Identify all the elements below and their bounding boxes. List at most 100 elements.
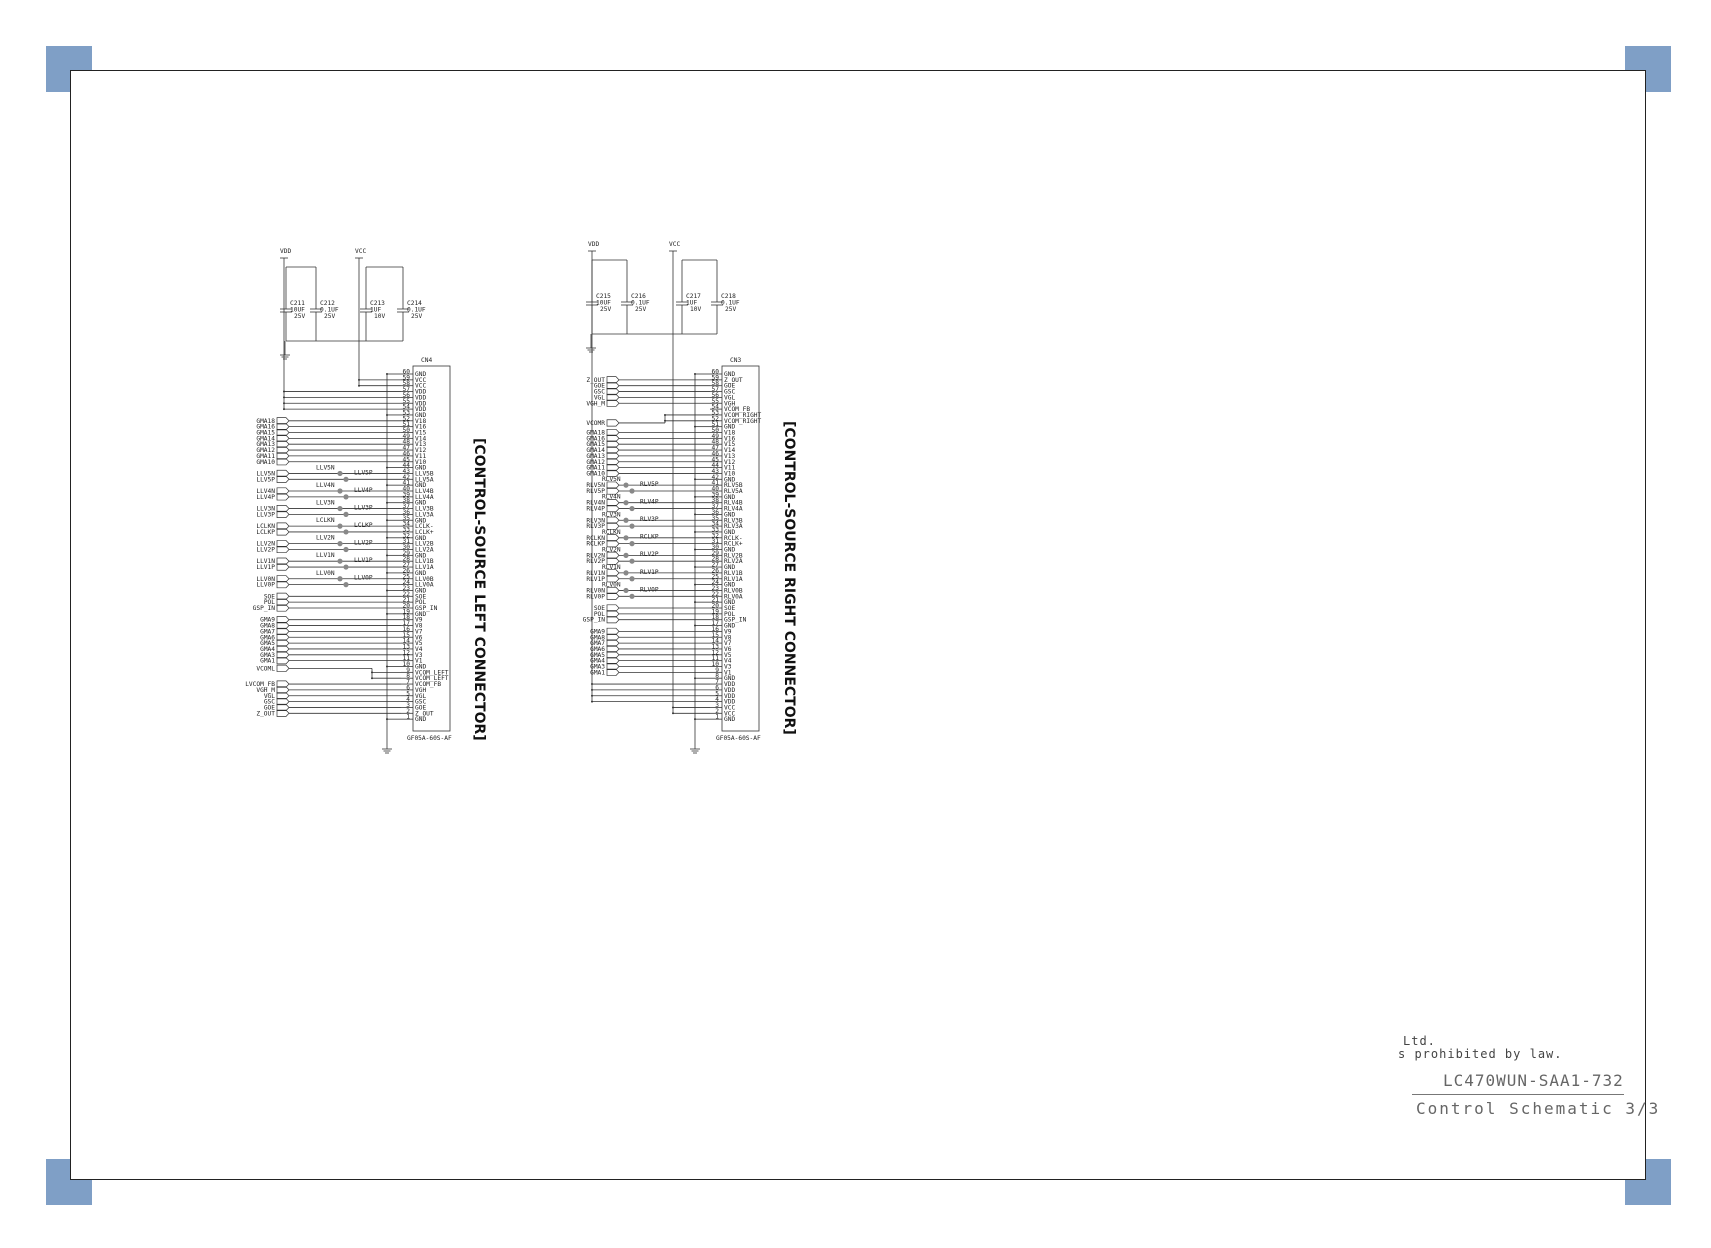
pair-port-n-label: LLV3N <box>256 506 275 513</box>
pin-number: 13 <box>403 643 411 650</box>
pin-number: 43 <box>403 468 411 475</box>
junction-dot <box>591 694 593 697</box>
gma-port-label: GMA10 <box>586 470 605 477</box>
gma-port <box>606 657 620 665</box>
pin-name: RLV3B <box>724 517 743 524</box>
control-port-label: POL <box>264 599 275 606</box>
test-point <box>343 511 349 517</box>
pin-name: V18 <box>724 430 735 437</box>
junction-dot <box>283 396 285 399</box>
test-point <box>623 517 629 523</box>
pair-port-n <box>606 516 620 524</box>
pin-number: 58 <box>712 380 720 387</box>
pair-port-n <box>606 534 620 542</box>
test-point <box>337 541 343 547</box>
pair-label: RLV0N <box>602 581 621 588</box>
pin-number: 22 <box>403 591 411 598</box>
pin-name: VCC <box>724 704 735 711</box>
pin-name: V3 <box>724 664 732 671</box>
pin-number: 16 <box>712 626 720 633</box>
pin-name: RCLK- <box>724 535 743 542</box>
test-point <box>629 523 635 529</box>
pin-name: V5 <box>415 640 423 647</box>
pin-number: 8 <box>715 673 719 680</box>
pin-name: RLV3A <box>724 523 743 530</box>
pair-label: LLV3P <box>354 504 373 511</box>
test-point <box>343 564 349 570</box>
gma-port <box>276 621 290 630</box>
pin-name: V16 <box>415 424 426 431</box>
gma-port-label: GMA9 <box>260 617 275 624</box>
junction-dot <box>386 554 388 557</box>
junction-dot <box>591 700 593 703</box>
pin-name: VDD <box>415 400 426 407</box>
pair-port-p-label: LLV1P <box>256 564 275 571</box>
test-point <box>629 576 635 582</box>
gma-port-label: GMA5 <box>590 652 605 659</box>
pin-number: 43 <box>712 468 720 475</box>
connector-ref: CN4 <box>421 357 432 364</box>
pin-number: 58 <box>403 380 411 387</box>
pin-number: 9 <box>406 667 410 674</box>
gma-port-label: GMA18 <box>586 430 605 437</box>
junction-dot <box>591 683 593 686</box>
pair-port-n <box>276 575 290 583</box>
control-port <box>606 382 620 390</box>
pin-number: 60 <box>403 369 411 376</box>
pin-number: 48 <box>712 439 720 446</box>
junction-dot <box>672 712 674 715</box>
pin-number: 34 <box>712 521 720 528</box>
pin-number: 26 <box>712 567 720 574</box>
pin-name: V15 <box>724 441 735 448</box>
pin-number: 45 <box>403 456 411 463</box>
pin-name: VCOM_FB <box>415 681 441 688</box>
pair-port-p-label: LLV5P <box>256 476 275 483</box>
pin-name: RLV2A <box>724 558 743 565</box>
pin-name: V10 <box>724 470 735 477</box>
pair-port-p <box>276 581 290 589</box>
pin-number: 44 <box>712 462 720 469</box>
pin-number: 7 <box>406 679 410 686</box>
capacitor-voltage: 10V <box>690 306 701 313</box>
pin-name: SOE <box>724 605 735 612</box>
test-point <box>623 482 629 488</box>
capacitor-voltage: 25V <box>324 313 335 320</box>
pin-name: GND <box>724 511 735 518</box>
pin-name: V14 <box>724 447 735 454</box>
gma-port <box>276 452 290 460</box>
pin-name: GND <box>724 547 735 554</box>
junction-dot <box>371 677 373 680</box>
gma-port-label: GMA7 <box>260 628 275 635</box>
pin-name: VGH <box>724 400 735 407</box>
pin-name: V12 <box>724 459 735 466</box>
pin-name: V11 <box>415 453 426 460</box>
gma-port <box>606 651 620 659</box>
pin-number: 22 <box>712 591 720 598</box>
junction-dot <box>694 478 696 481</box>
pin-number: 1 <box>715 714 719 721</box>
pin-number: 31 <box>712 538 720 545</box>
pair-port-p-label: RLV4P <box>586 506 605 513</box>
pair-port-p-label: RCLKP <box>586 541 605 548</box>
pair-port-n <box>606 569 620 577</box>
junction-dot <box>694 624 696 627</box>
pin-name: VCOM_RIGHT <box>724 412 762 419</box>
gma-port-label: GMA18 <box>256 418 275 425</box>
capacitor-voltage: 25V <box>294 313 305 320</box>
pair-port-n <box>276 505 290 513</box>
pin-name: GND <box>724 494 735 501</box>
rail-label: VDD <box>588 241 599 248</box>
pin-name: VDD <box>415 394 426 401</box>
pin-name: V9 <box>415 617 423 624</box>
pair-label: LLV2N <box>316 535 335 542</box>
pin-name: GSP_IN <box>415 605 438 612</box>
capacitor-ref: C217 <box>686 293 701 300</box>
pin-name: GND <box>415 482 426 489</box>
test-point <box>629 558 635 564</box>
pin-number: 19 <box>712 608 720 615</box>
pin-name: V11 <box>724 465 735 472</box>
pair-port-n <box>276 557 290 565</box>
rail-label: VCC <box>355 248 366 255</box>
capacitor-ref: C216 <box>631 293 646 300</box>
pair-port-p <box>606 592 620 600</box>
